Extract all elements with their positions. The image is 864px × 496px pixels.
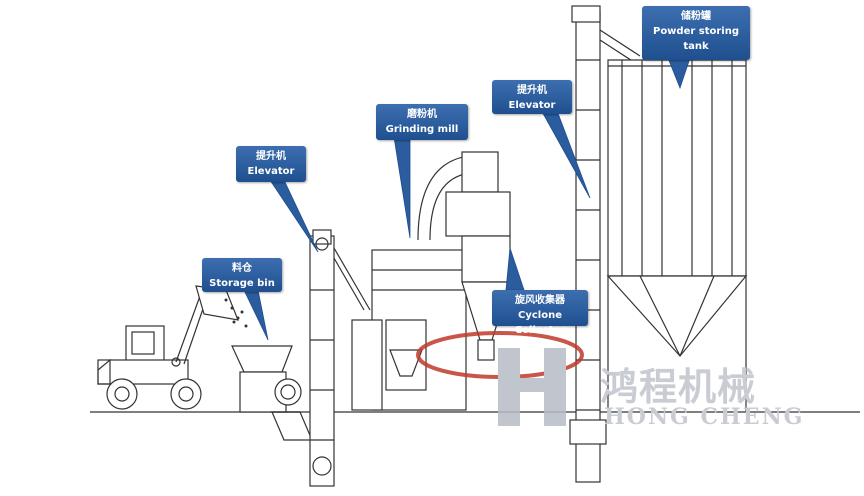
wheel-loader [97,285,248,410]
label-elevator-right-cn: 提升机 [517,85,547,96]
pointer-elevator-left [269,179,319,253]
watermark-en: HONG CHENG [604,404,805,430]
pointer-grinding-mill [393,136,411,239]
elevator-left-shape [309,229,371,487]
watermark-logo [416,331,584,426]
elevator-right-shape [569,5,641,483]
watermark-cn: 鸿程机械 [600,365,757,409]
label-elevator-left: 提升机 Elevator [236,146,306,182]
label-powder-tank: 储粉罐 Powder storing tank [642,6,750,60]
label-elevator-left-cn: 提升机 [256,151,286,162]
label-grinding-mill: 磨粉机 Grinding mill [376,104,468,140]
pointer-storage-bin [243,289,269,341]
label-elevator-right-en: Elevator [508,100,556,111]
label-elevator-left-en: Elevator [247,166,295,177]
label-cyclone: 旋风收集器 Cyclone Collector [492,290,588,336]
label-storage-bin-cn: 料仓 [232,263,252,274]
label-cyclone-cn: 旋风收集器 [515,295,565,306]
label-cyclone-en: Cyclone Collector [514,310,566,336]
grinding-mill-shape [351,151,511,411]
label-powder-tank-en: Powder storing tank [652,26,740,52]
label-grinding-mill-cn: 磨粉机 [407,109,437,120]
label-elevator-right: 提升机 Elevator [492,80,572,114]
storage-bin-shape [231,345,313,441]
label-powder-tank-cn: 储粉罐 [681,11,711,22]
powder-tank-shape [606,59,748,412]
label-storage-bin-en: Storage bin [209,278,275,289]
label-storage-bin: 料仓 Storage bin [202,258,282,292]
label-grinding-mill-en: Grinding mill [385,124,459,135]
